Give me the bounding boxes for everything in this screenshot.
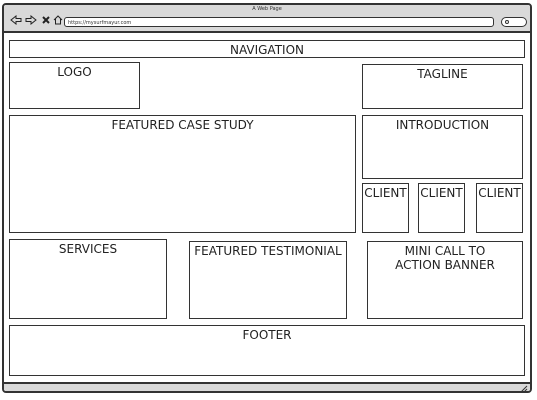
forward-icon[interactable] xyxy=(25,14,37,25)
resize-grip-icon[interactable] xyxy=(520,385,528,391)
browser-toolbar: A Web Page https://mysurfmayur.com xyxy=(4,5,530,33)
status-bar xyxy=(4,382,530,391)
search-icon xyxy=(505,20,509,24)
introduction-placeholder: INTRODUCTION xyxy=(362,115,523,179)
footer-placeholder: FOOTER xyxy=(9,325,525,376)
client-placeholder-3: CLIENT xyxy=(476,183,523,233)
logo-placeholder: LOGO xyxy=(9,62,140,109)
client-placeholder-1: CLIENT xyxy=(362,183,409,233)
tagline-placeholder: TAGLINE xyxy=(362,64,523,109)
client-placeholder-2: CLIENT xyxy=(418,183,465,233)
home-icon[interactable] xyxy=(52,14,64,25)
window-title: A Web Page xyxy=(252,6,282,12)
url-bar[interactable]: https://mysurfmayur.com xyxy=(64,17,494,27)
search-field[interactable] xyxy=(501,17,527,27)
back-icon[interactable] xyxy=(10,14,22,25)
mini-cta-banner-placeholder: MINI CALL TO ACTION BANNER xyxy=(367,241,523,319)
services-placeholder: SERVICES xyxy=(9,239,167,319)
close-icon[interactable] xyxy=(40,14,52,25)
navigation-placeholder: NAVIGATION xyxy=(9,40,525,58)
browser-window: A Web Page https://mysurfmayur.com NAVIG… xyxy=(2,3,532,393)
featured-case-study-placeholder: FEATURED CASE STUDY xyxy=(9,115,356,233)
featured-testimonial-placeholder: FEATURED TESTIMONIAL xyxy=(189,241,347,319)
